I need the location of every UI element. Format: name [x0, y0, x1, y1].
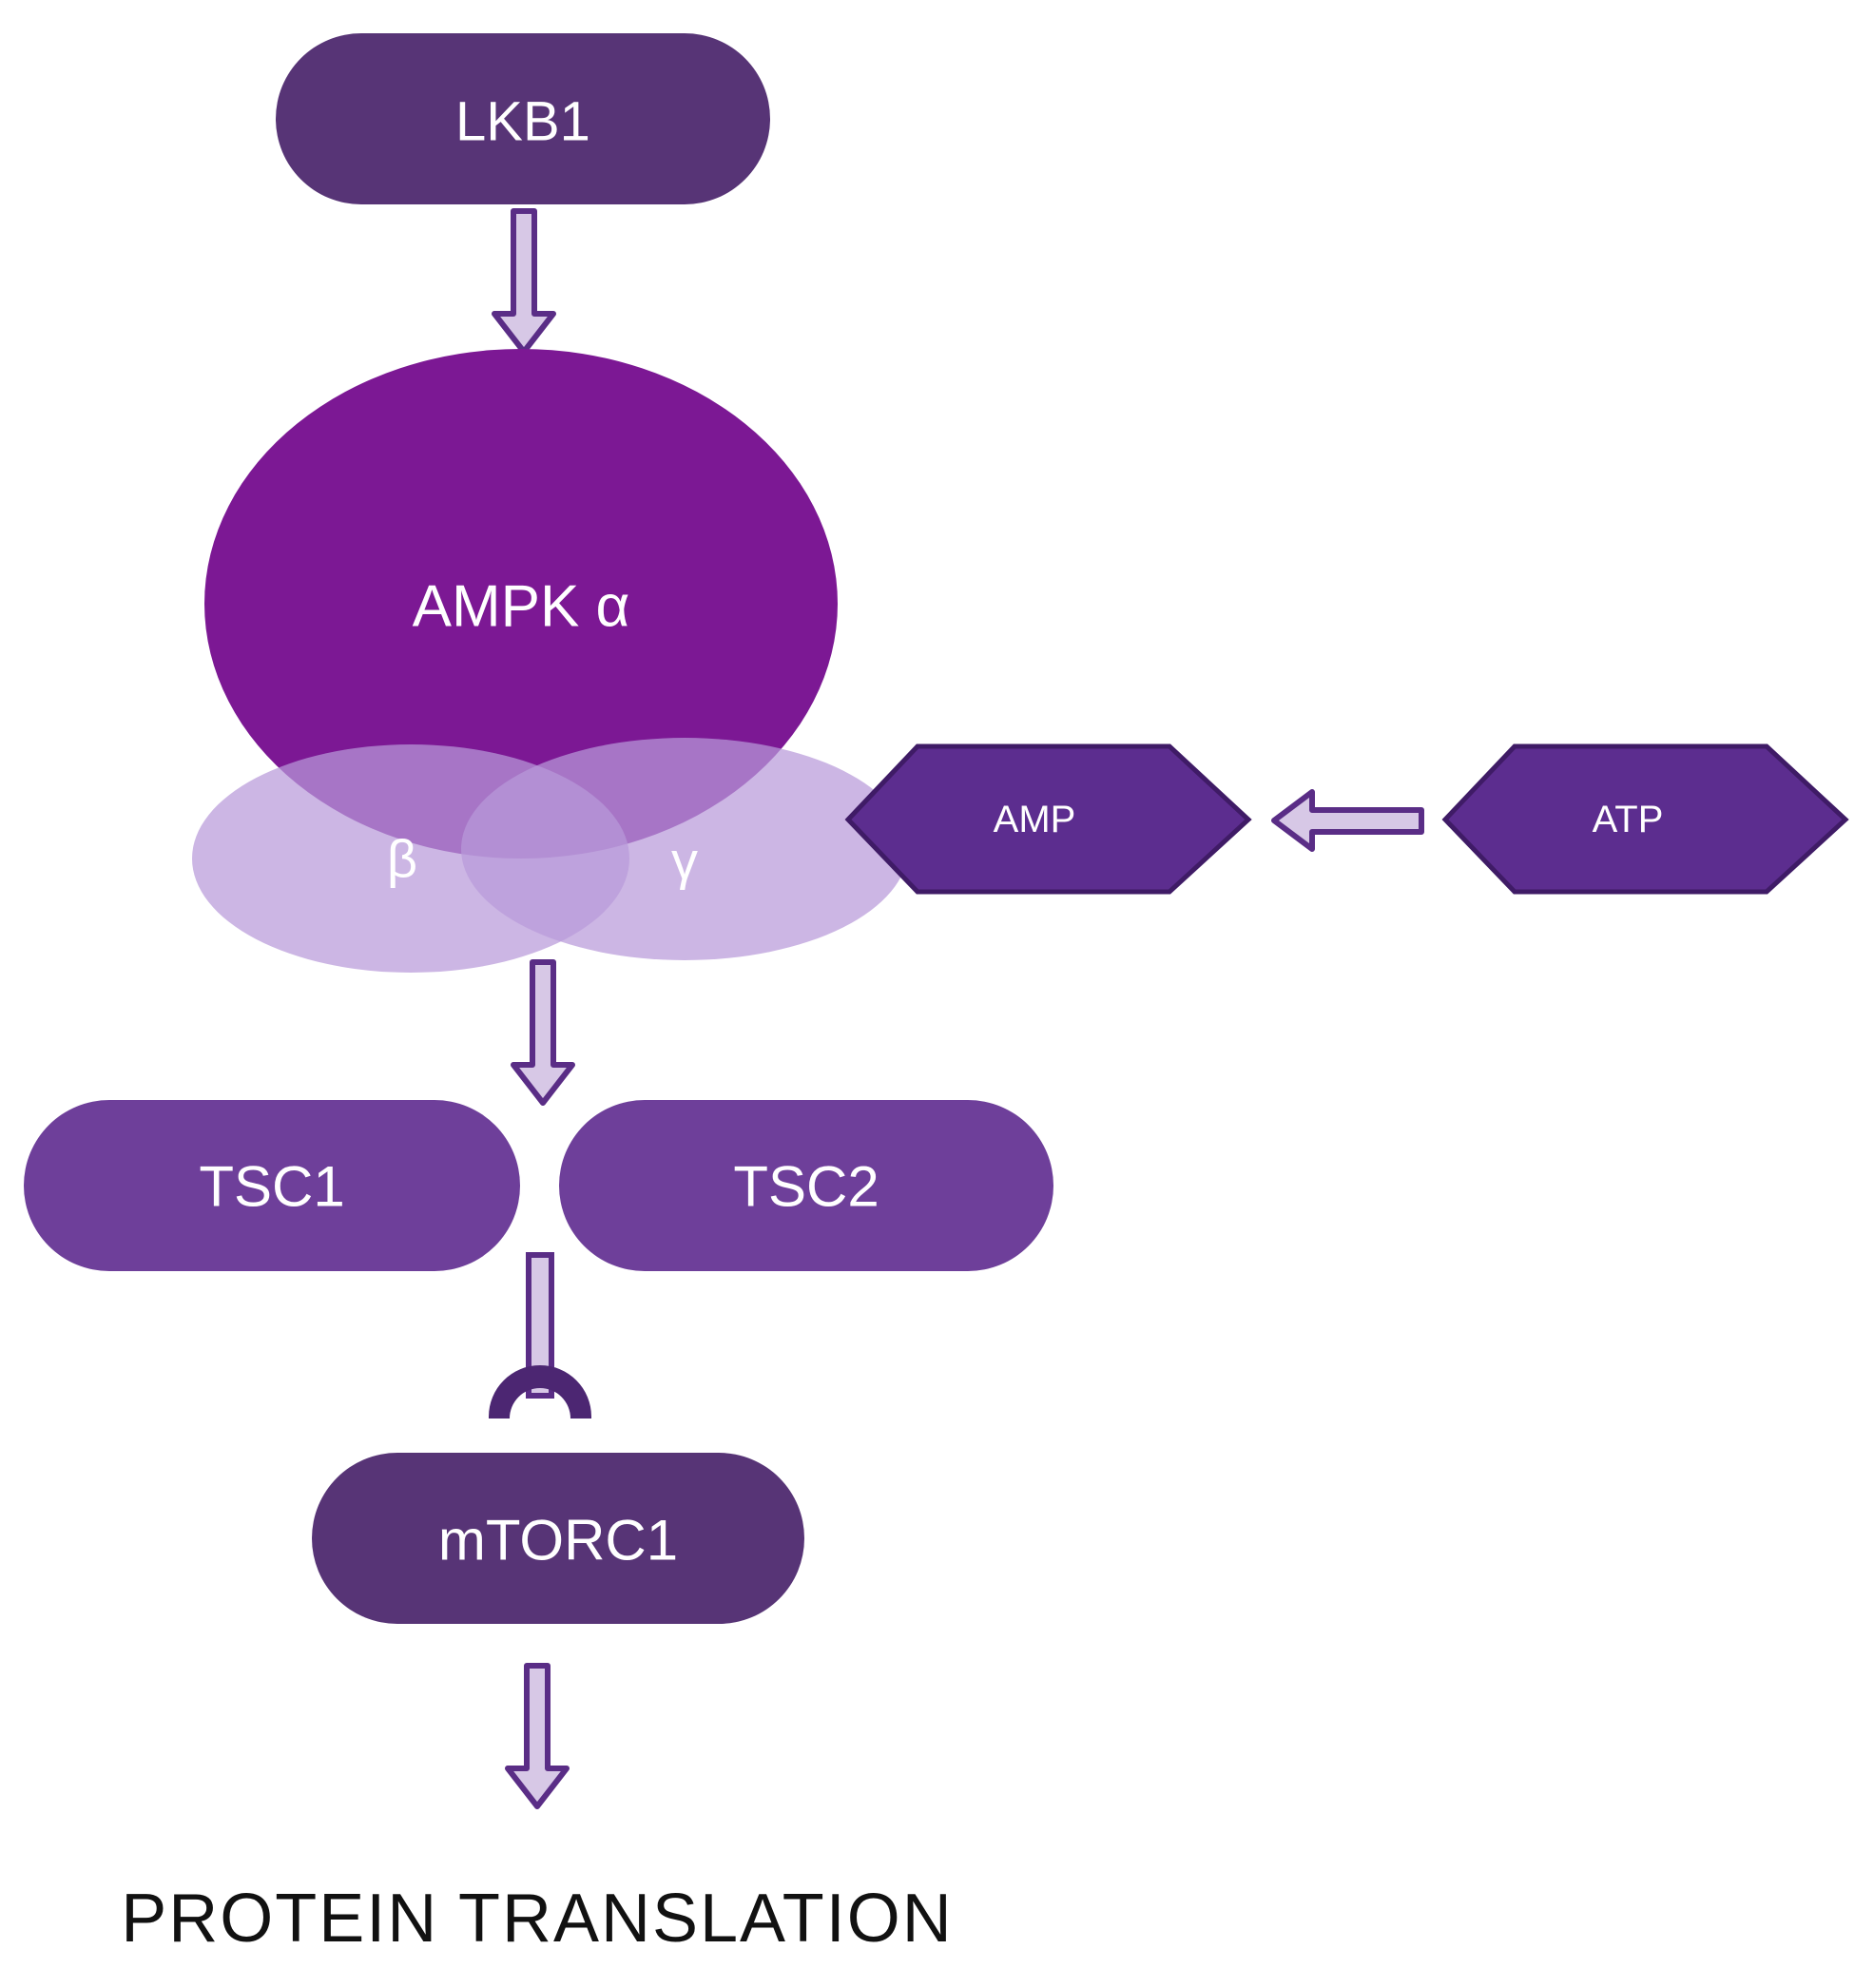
- arrow-shape: [1271, 789, 1424, 852]
- ampk-alpha-ellipse: [204, 349, 838, 859]
- gamma-subunit-ellipse: [461, 738, 908, 960]
- tsc2-pill: [559, 1100, 1053, 1271]
- ampk-complex: AMPK α β γ: [192, 349, 908, 973]
- tsc2-node: TSC2: [559, 1100, 1053, 1271]
- arrow-lkb1-to-ampk: [492, 208, 556, 355]
- lkb1-label: LKB1: [455, 91, 590, 153]
- beta-label: β: [387, 829, 417, 889]
- arrow-atp-to-amp: [1271, 789, 1424, 852]
- tsc1-pill: [24, 1100, 520, 1271]
- arrow-mtorc1-to-translation: [505, 1663, 570, 1809]
- protein-translation-label: PROTEIN TRANSLATION: [121, 1881, 953, 1957]
- tsc1-label: TSC1: [199, 1155, 344, 1219]
- mtorc1-node: mTORC1: [312, 1453, 804, 1624]
- atp-label: ATP: [1593, 799, 1664, 840]
- amp-label: AMP: [994, 799, 1076, 840]
- ampk-alpha-label: AMPK α: [413, 574, 630, 640]
- tsc2-label: TSC2: [733, 1155, 879, 1219]
- arrow-shape: [492, 208, 556, 355]
- mtorc1-label: mTORC1: [438, 1509, 678, 1573]
- tsc1-node: TSC1: [24, 1100, 520, 1271]
- atp-node: ATP: [1441, 743, 1849, 895]
- arrow-shape: [505, 1663, 570, 1809]
- mtorc1-pill: [312, 1453, 804, 1624]
- atp-hexagon: [1441, 743, 1849, 895]
- lkb1-pill: [276, 33, 770, 204]
- lkb1-node: LKB1: [276, 33, 770, 204]
- amp-hexagon: [844, 743, 1252, 895]
- arrow-shape: [511, 959, 575, 1106]
- arrow-ampk-to-tsc: [511, 959, 575, 1106]
- gamma-label: γ: [671, 831, 698, 891]
- amp-node: AMP: [844, 743, 1252, 895]
- inhibition-tsc-to-mtorc1: [489, 1252, 591, 1419]
- inhibitor-cap-icon: [489, 1365, 591, 1419]
